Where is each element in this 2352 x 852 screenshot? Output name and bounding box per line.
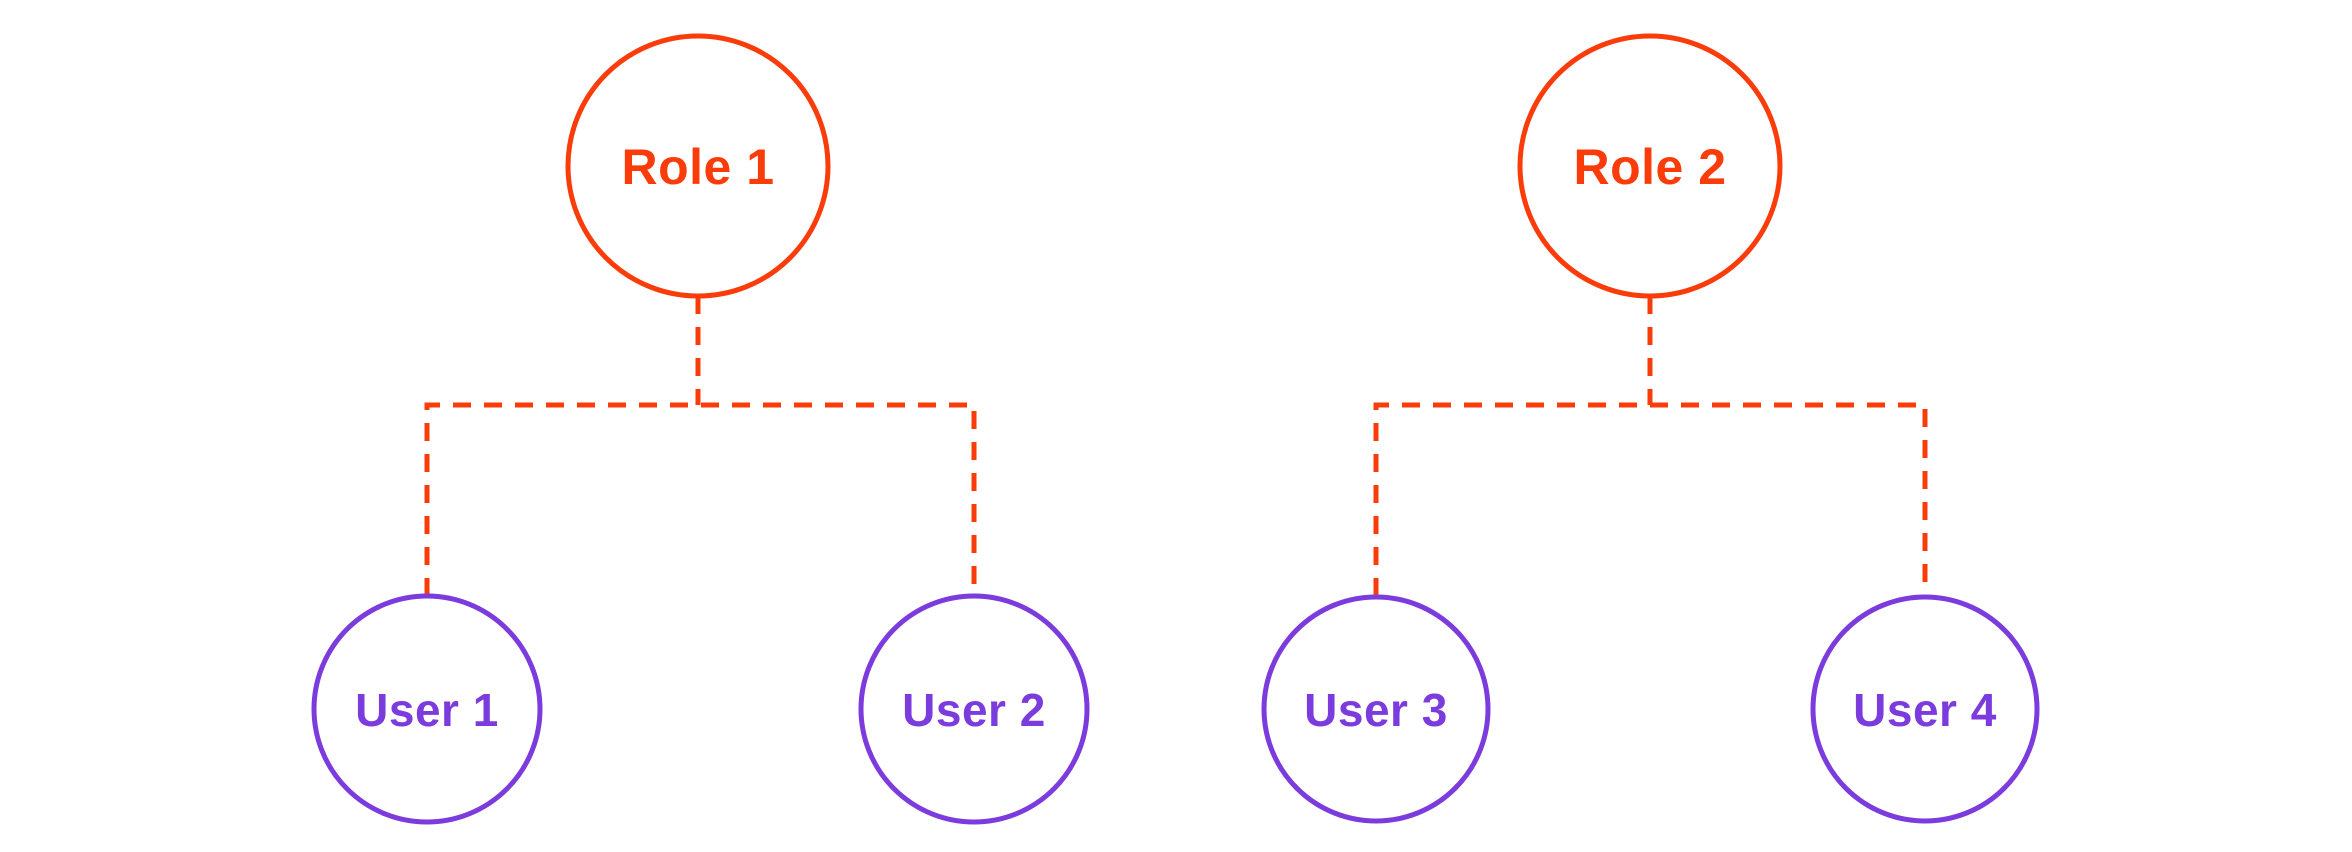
user2-node: User 2 — [858, 593, 1090, 825]
role1-node: Role 1 — [565, 33, 831, 299]
role1-circle — [565, 33, 831, 299]
user4-node: User 4 — [1810, 594, 2040, 824]
role1-label: Role 1 — [621, 139, 774, 195]
user4-label: User 4 — [1853, 684, 1997, 736]
role2-label: Role 2 — [1573, 139, 1726, 195]
user3-label: User 3 — [1304, 684, 1448, 736]
user1-label: User 1 — [355, 684, 499, 736]
user1-node: User 1 — [311, 593, 543, 825]
role1-branch-connector — [424, 402, 977, 596]
role2-connector-group — [1373, 296, 1928, 596]
role2-circle — [1517, 33, 1783, 299]
role2-branch-connector — [1373, 402, 1928, 596]
role1-connector-group — [424, 296, 977, 596]
role2-node: Role 2 — [1517, 33, 1783, 299]
user1-circle — [311, 593, 543, 825]
user4-circle — [1810, 594, 2040, 824]
user2-label: User 2 — [902, 684, 1046, 736]
user3-node: User 3 — [1261, 594, 1491, 824]
user3-circle — [1261, 594, 1491, 824]
user2-circle — [858, 593, 1090, 825]
